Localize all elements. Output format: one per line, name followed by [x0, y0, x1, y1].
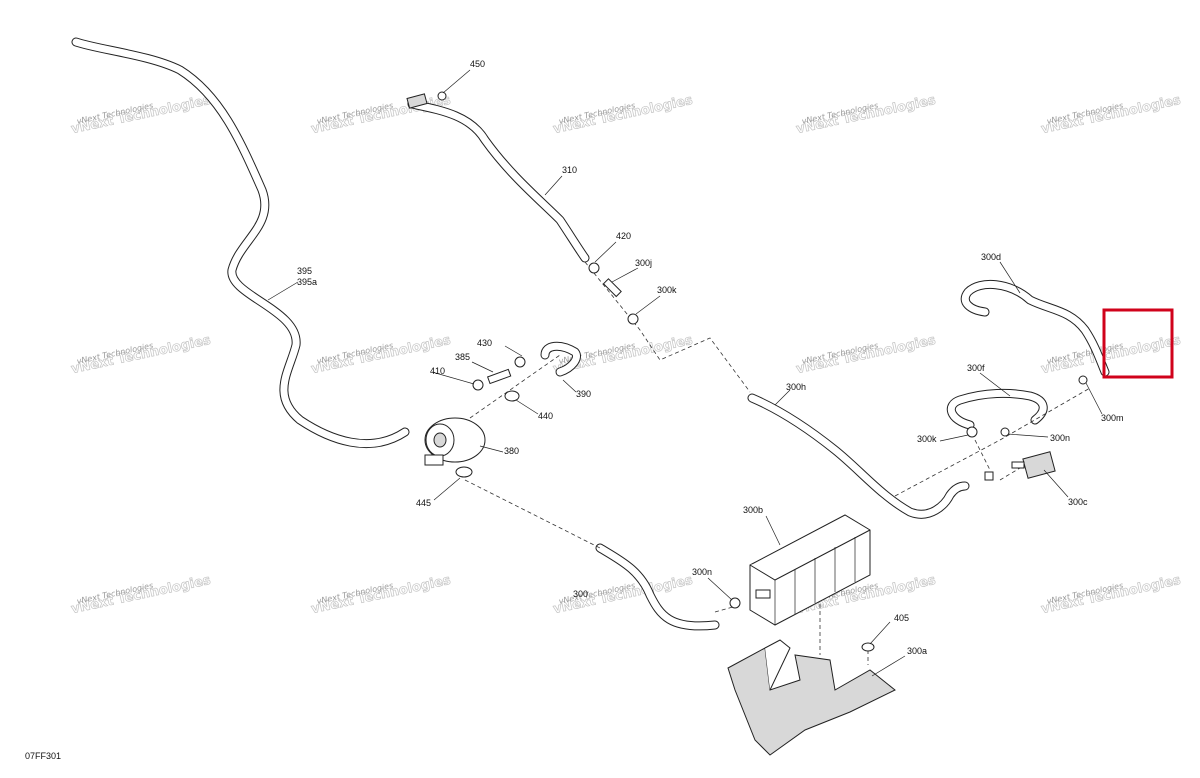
label-300m: 300m — [1101, 413, 1124, 423]
part-300b-canister — [749, 514, 871, 626]
label-410: 410 — [430, 366, 445, 376]
label-445: 445 — [416, 498, 431, 508]
hose-310 — [407, 99, 590, 263]
part-300c-valve — [1011, 451, 1056, 479]
label-300b: 300b — [743, 505, 763, 515]
highlight-box — [1102, 308, 1174, 379]
label-405: 405 — [894, 613, 909, 623]
label-300c: 300c — [1068, 497, 1088, 507]
hose-390 — [540, 341, 581, 377]
part-300n-clamp-bottom — [729, 597, 741, 609]
part-labels: 450 310 420 300j 300k 395 395a 430 385 4… — [297, 59, 1124, 656]
label-450: 450 — [470, 59, 485, 69]
label-440: 440 — [538, 411, 553, 421]
part-450-clamp — [406, 91, 447, 109]
label-300a: 300a — [907, 646, 927, 656]
label-300-left: 300 — [573, 589, 588, 599]
part-300m-connector — [1078, 375, 1088, 385]
label-300n-bottom: 300n — [692, 567, 712, 577]
part-300k-clamp-top — [627, 313, 639, 325]
part-380-pump — [424, 417, 486, 466]
label-430: 430 — [477, 338, 492, 348]
part-430 — [514, 356, 526, 368]
label-300k-top: 300k — [657, 285, 677, 295]
label-300n-right: 300n — [1050, 433, 1070, 443]
hose-300h — [747, 393, 970, 519]
leader-lines — [267, 69, 1103, 677]
label-300h: 300h — [786, 382, 806, 392]
part-300n-clamp-right — [1000, 427, 1010, 437]
label-395: 395 — [297, 266, 312, 276]
label-385: 385 — [455, 352, 470, 362]
part-300k-clamp-right — [966, 426, 994, 481]
part-300j-connector — [602, 278, 622, 298]
part-445-clamp — [455, 466, 473, 478]
label-390: 390 — [576, 389, 591, 399]
label-300k-right: 300k — [917, 434, 937, 444]
part-440 — [504, 390, 520, 402]
part-405-fastener — [861, 642, 875, 652]
label-310: 310 — [562, 165, 577, 175]
hose-300f — [946, 388, 1048, 430]
hose-300d — [960, 279, 1110, 377]
part-300a-bracket — [727, 639, 896, 756]
hose-395 — [71, 37, 410, 449]
drawing-id: 07FF301 — [25, 751, 62, 761]
label-395a: 395a — [297, 277, 317, 287]
part-410 — [472, 379, 484, 391]
label-300f: 300f — [967, 363, 985, 373]
hose-300-lower — [595, 543, 720, 631]
label-380: 380 — [504, 446, 519, 456]
label-300j: 300j — [635, 258, 652, 268]
part-385 — [486, 368, 512, 385]
part-420-clamp — [588, 262, 600, 274]
label-420: 420 — [616, 231, 631, 241]
label-300d: 300d — [981, 252, 1001, 262]
